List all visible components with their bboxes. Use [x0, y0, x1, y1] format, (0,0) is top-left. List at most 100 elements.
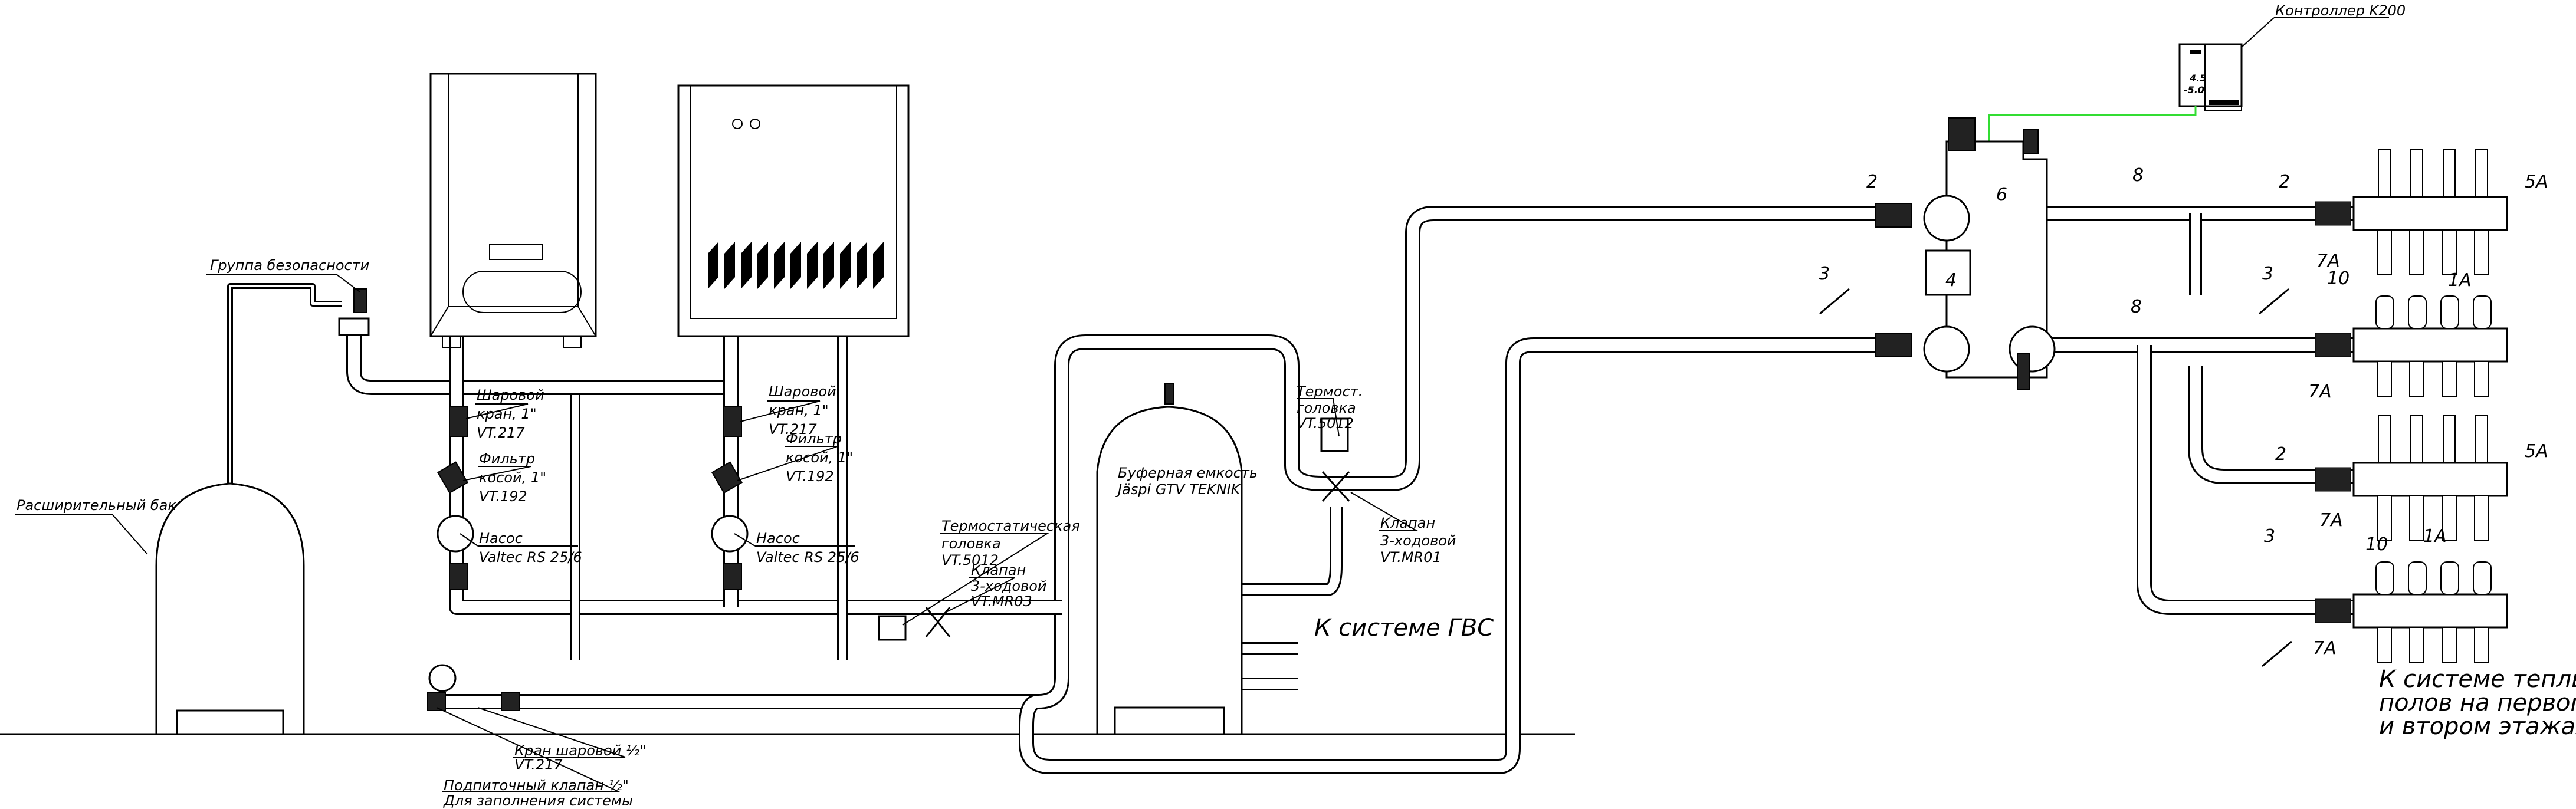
label-valve-3way-1-type: 3-ходовой: [971, 578, 1047, 594]
actuator: [2408, 295, 2427, 329]
pos-2: 2: [1866, 172, 1878, 192]
label-ball-valve-2-title: Шаровой: [769, 383, 836, 400]
flowmeter: [2410, 149, 2423, 198]
safety-group: [338, 288, 370, 336]
grille-slat: [807, 242, 818, 289]
label-ball-valve-2-size: кран, 1": [769, 402, 829, 419]
grille-slat: [724, 242, 735, 289]
label-valve-3way-2-title: Клапан: [1380, 515, 1435, 531]
label-ball-valve-1-size: кран, 1": [477, 406, 537, 422]
manifold-outlet: [2409, 627, 2424, 663]
grille-slat: [741, 242, 752, 289]
pos-3: 3: [2264, 526, 2275, 547]
pipe-outline: [227, 283, 342, 484]
boiler-grille: [708, 242, 884, 289]
actuator: [2473, 295, 2492, 329]
pos-3: 3: [2262, 264, 2273, 284]
label-ball-valve-1-model: VT.217: [477, 425, 525, 441]
hydraulic-module: [1819, 117, 2292, 667]
label-valve-3way-2-model: VT.MR01: [1380, 549, 1442, 565]
leader-lines: [15, 17, 2389, 792]
flowmeter: [2378, 415, 2391, 463]
pos-10: 10: [2327, 268, 2349, 289]
label-buffer-tank-model: Jäspi GTV TEKNIK: [1115, 481, 1242, 498]
grille-slat: [823, 242, 834, 289]
manifold-outlet: [2474, 361, 2489, 397]
label-pump-1-model: Valtec RS 25/6: [479, 549, 582, 565]
manifold-bar: [2352, 462, 2508, 497]
pos-6: 6: [1996, 185, 2007, 205]
pipe-inner: [427, 208, 1876, 708]
manifold-valve: [2315, 201, 2351, 226]
position-numbers: 2 6 4 3 8 2 5A 7A 1A 3 10 8 7A 2 5A 7A 1…: [1819, 165, 2548, 659]
label-ball-valve-half-title: Кран шаровой ½": [514, 742, 646, 759]
grille-slat: [774, 242, 785, 289]
flowmeter: [2475, 415, 2488, 463]
label-thermo-head-1-title: Термостатическая: [941, 518, 1080, 534]
boiler-2: [677, 84, 910, 337]
manifold-outlet: [2377, 627, 2392, 663]
grille-slat: [873, 242, 884, 289]
label-ball-valve-1-title: Шаровой: [477, 387, 544, 403]
pos-8: 8: [2131, 297, 2142, 317]
manifold-valve: [2315, 333, 2351, 357]
label-thermo-head-2-model: VT.5012: [1297, 415, 1354, 432]
manifold-outlet: [2442, 361, 2457, 397]
manifold-bar: [2352, 593, 2508, 629]
pos-5a: 5A: [2525, 172, 2548, 192]
flowmeter: [2443, 149, 2456, 198]
label-pump-2-model: Valtec RS 25/6: [756, 549, 859, 565]
pipe-inner: [2138, 345, 2354, 613]
pos-7a: 7A: [2316, 251, 2340, 271]
pos-7a: 7A: [2308, 382, 2332, 402]
actuator: [2473, 561, 2492, 595]
valves: [427, 406, 1350, 711]
label-buffer-tank-title: Буферная емкость: [1118, 465, 1258, 481]
label-ball-valve-half-model: VT.217: [514, 757, 563, 773]
grille-slat: [790, 242, 801, 289]
label-floor-heating-2: полов на первом: [2379, 689, 2576, 716]
actuator: [2375, 561, 2394, 595]
manifold-valve: [2315, 467, 2351, 492]
label-floor-heating-1: К системе теплых: [2379, 666, 2576, 693]
grille-slat: [840, 242, 851, 289]
pipe-inner: [229, 285, 342, 484]
manifolds: [2315, 149, 2508, 663]
flowmeter: [2378, 149, 2391, 198]
label-filter-1-model: VT.192: [479, 488, 527, 505]
controller-display-2: -5.0: [2184, 84, 2204, 96]
actuator: [2440, 295, 2459, 329]
manifold-bar: [2352, 327, 2508, 363]
manifold-outlet: [2409, 229, 2424, 275]
pos-2: 2: [2279, 172, 2290, 192]
pipe-inner: [1020, 339, 1876, 772]
label-valve-3way-1-model: VT.MR03: [971, 593, 1032, 610]
label-pump-2-title: Насос: [756, 530, 800, 547]
pos-4: 4: [1945, 270, 1957, 291]
manifold-outlet: [2377, 229, 2392, 275]
grille-slat: [708, 242, 718, 289]
manifold-outlet: [2474, 627, 2489, 663]
expansion-tank: [155, 482, 305, 735]
label-thermo-head-2-title: Термост.: [1297, 383, 1363, 400]
label-dhw: К системе ГВС: [1314, 614, 1494, 642]
grille-slat: [857, 242, 867, 289]
manifold-valve: [2315, 598, 2351, 623]
label-expansion-tank: Расширительный бак: [17, 497, 176, 514]
pos-2: 2: [2275, 444, 2286, 465]
pos-7a: 7A: [2319, 510, 2343, 531]
manifold-outlet: [2409, 495, 2424, 541]
label-floor-heating-3: и втором этажах: [2379, 713, 2576, 740]
pos-3: 3: [1819, 264, 1830, 284]
label-filter-1-title: Фильтр: [479, 450, 535, 467]
label-filter-2-size: косой, 1": [786, 449, 853, 466]
pipe-inner: [348, 335, 731, 393]
manifold-bar: [2352, 196, 2508, 231]
controller-k200: 4.5 -5.0: [2178, 43, 2243, 111]
label-valve-3way-2-type: 3-ходовой: [1380, 532, 1456, 549]
pos-8: 8: [2132, 165, 2144, 186]
manifold-outlet: [2442, 229, 2457, 275]
label-filter-2-model: VT.192: [786, 468, 834, 485]
buffer-tank: [1096, 383, 1243, 735]
